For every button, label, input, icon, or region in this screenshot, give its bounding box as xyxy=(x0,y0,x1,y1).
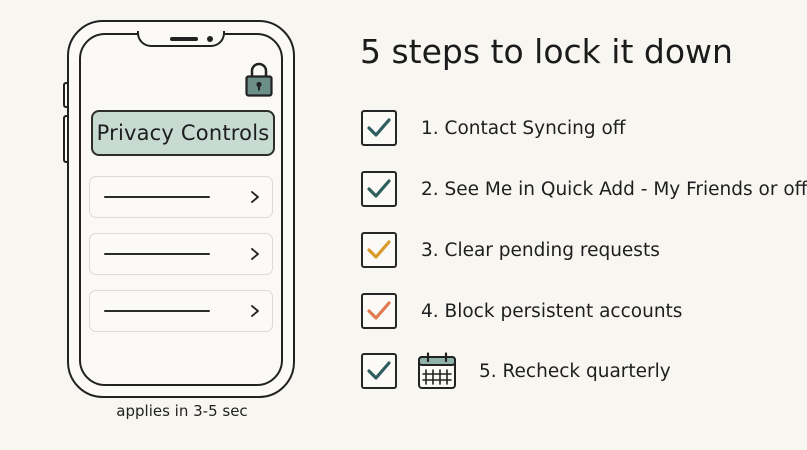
step-label: 4. Block persistent accounts xyxy=(421,300,683,322)
chevron-right-icon xyxy=(251,248,259,260)
checkbox[interactable] xyxy=(361,171,397,207)
phone-side-button xyxy=(63,115,70,163)
checkmark-icon xyxy=(367,118,391,137)
checkmark-icon xyxy=(367,179,391,198)
step-item: 3. Clear pending requests xyxy=(361,231,660,269)
placeholder-line xyxy=(104,310,210,312)
phone-side-button xyxy=(63,82,70,108)
phone-camera xyxy=(207,36,213,42)
phone-speaker xyxy=(170,37,198,41)
apply-time-caption: applies in 3-5 sec xyxy=(116,402,248,420)
steps-title: 5 steps to lock it down xyxy=(360,32,733,71)
calendar-icon xyxy=(418,352,456,389)
checkmark-icon xyxy=(367,240,391,259)
step-item: 2. See Me in Quick Add - My Friends or o… xyxy=(361,170,807,208)
step-label: 3. Clear pending requests xyxy=(421,239,660,261)
checkmark-icon xyxy=(367,301,391,320)
placeholder-line xyxy=(104,253,210,255)
settings-row[interactable] xyxy=(89,290,273,332)
checkbox[interactable] xyxy=(361,293,397,329)
placeholder-line xyxy=(104,196,210,198)
step-item: 1. Contact Syncing off xyxy=(361,109,626,147)
chevron-right-icon xyxy=(251,191,259,203)
step-item: 4. Block persistent accounts xyxy=(361,292,682,330)
settings-row[interactable] xyxy=(89,233,273,275)
privacy-controls-header: Privacy Controls xyxy=(91,110,275,156)
step-item: 5. Recheck quarterly xyxy=(361,352,671,390)
settings-row[interactable] xyxy=(89,176,273,218)
chevron-right-icon xyxy=(251,305,259,317)
checkbox[interactable] xyxy=(361,110,397,146)
step-label: 1. Contact Syncing off xyxy=(421,117,626,139)
checkbox[interactable] xyxy=(361,353,397,389)
checkmark-icon xyxy=(367,361,391,380)
step-label: 2. See Me in Quick Add - My Friends or o… xyxy=(421,178,807,200)
step-label: 5. Recheck quarterly xyxy=(479,360,671,382)
padlock-icon xyxy=(245,62,273,97)
checkbox[interactable] xyxy=(361,232,397,268)
